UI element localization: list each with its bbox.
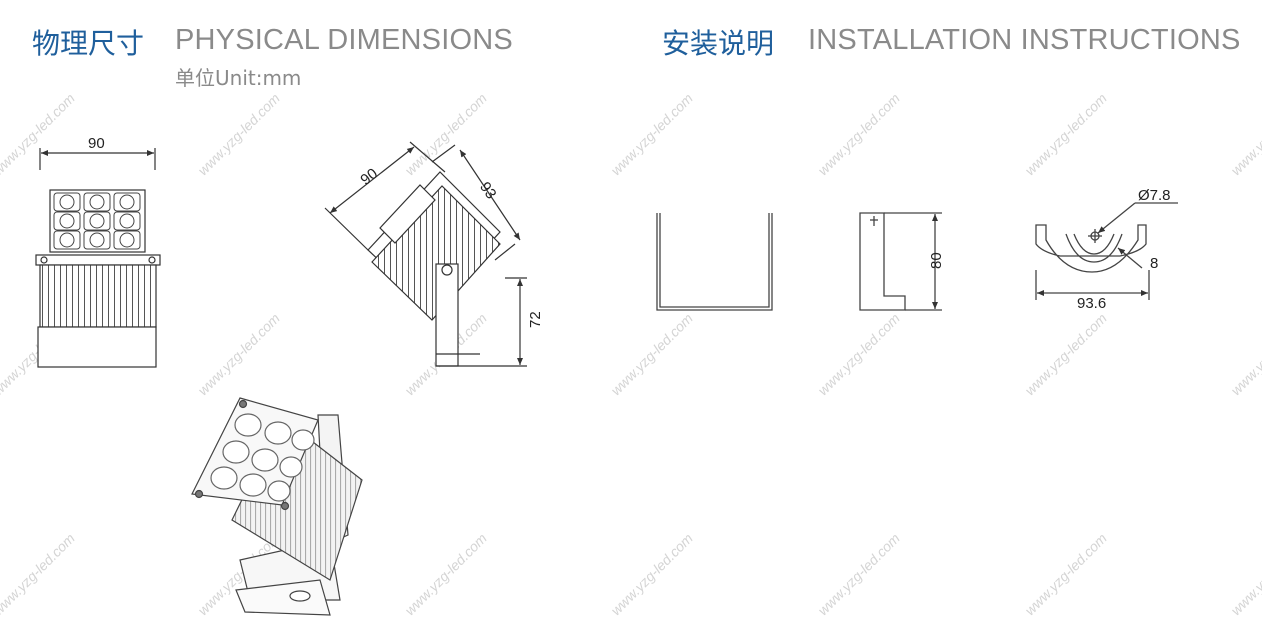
watermark-text: www.yzg-led.com: [608, 530, 697, 619]
u-bracket-view: [656, 213, 773, 311]
side-view: [324, 141, 527, 367]
bracket-height-label: 80: [928, 252, 945, 269]
watermark-group: www.yzg-led.com www.yzg-led.com www.yzg-le…: [0, 90, 1262, 619]
side-depth-label: 93: [476, 179, 499, 202]
watermark-text: www.yzg-led.com: [402, 530, 491, 619]
watermark-text: www.yzg-led.com: [1022, 90, 1111, 179]
slot-width-label: 8: [1150, 255, 1158, 272]
unit-label: 单位Unit:mm: [175, 66, 302, 90]
watermark-text: www.yzg-led.com: [608, 310, 697, 399]
watermark-text: www.yzg-led.com: [1228, 310, 1262, 399]
perspective-view: [191, 397, 363, 616]
bracket-length-label: 93.6: [1077, 295, 1106, 312]
watermark-text: www.yzg-led.com: [815, 530, 904, 619]
watermark-text: www.yzg-led.com: [1228, 90, 1262, 179]
front-width-label: 90: [88, 135, 105, 152]
side-width-label: 90: [357, 165, 381, 189]
watermark-text: www.yzg-led.com: [815, 310, 904, 399]
watermark-text: www.yzg-led.com: [1228, 530, 1262, 619]
hole-diameter-label: Ø7.8: [1138, 187, 1171, 204]
watermark-text: www.yzg-led.com: [1022, 310, 1111, 399]
physical-title-en: PHYSICAL DIMENSIONS: [175, 24, 513, 56]
front-view: [35, 148, 161, 368]
watermark-text: www.yzg-led.com: [195, 90, 284, 179]
watermark-text: www.yzg-led.com: [1022, 530, 1111, 619]
watermark-text: www.yzg-led.com: [195, 310, 284, 399]
curved-bracket-view: [1035, 202, 1178, 300]
watermark-text: www.yzg-led.com: [815, 90, 904, 179]
physical-title-cn: 物理尺寸: [32, 27, 145, 60]
side-height-label: 72: [527, 311, 544, 328]
l-bracket-view: [859, 212, 942, 311]
watermark-text: www.yzg-led.com: [402, 90, 491, 179]
watermark-text: www.yzg-led.com: [0, 90, 78, 179]
installation-title-en: INSTALLATION INSTRUCTIONS: [808, 24, 1241, 56]
installation-title-cn: 安装说明: [662, 27, 775, 60]
watermark-text: www.yzg-led.com: [608, 90, 697, 179]
watermark-text: www.yzg-led.com: [0, 530, 78, 619]
